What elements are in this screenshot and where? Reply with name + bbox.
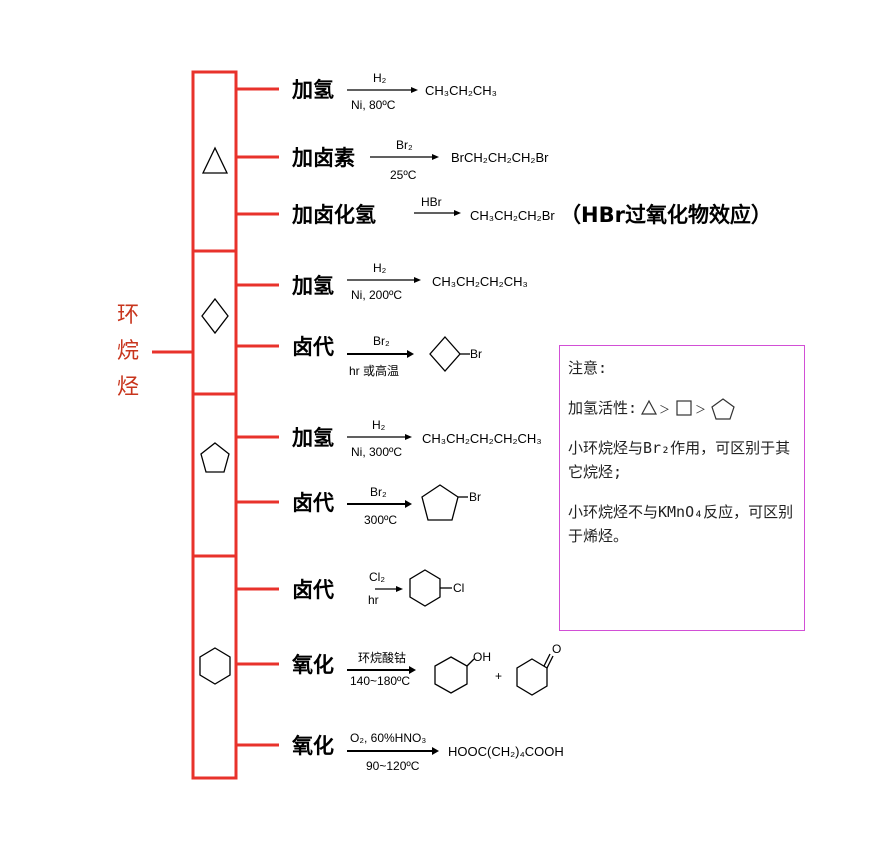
reaction-label: 加氢 xyxy=(291,274,334,298)
condition-below: 140~180ºC xyxy=(350,674,410,688)
reagent-above: 环烷酸钴 xyxy=(358,650,406,665)
condition-below: Ni, 200ºC xyxy=(351,288,402,302)
reaction-label: 加氢 xyxy=(291,78,334,102)
title-char-1: 环 xyxy=(117,303,139,328)
condition-below: 90~120ºC xyxy=(366,759,420,773)
reaction-label: 氧化 xyxy=(292,734,334,758)
reagent-above: H₂ xyxy=(372,418,386,432)
reaction-label: 卤代 xyxy=(292,578,334,602)
condition-below: Ni, 300ºC xyxy=(351,445,402,459)
product-formula: CH₃CH₂CH₃ xyxy=(425,83,497,98)
note-line-2: 小环烷烃不与KMnO₄反应，可区别于烯烃。 xyxy=(568,503,794,545)
condition-below: 25ºC xyxy=(390,168,417,182)
reaction-label: 加卤化氢 xyxy=(291,203,376,227)
plus-sign: + xyxy=(495,669,502,683)
greater-than-sign: ＞ xyxy=(695,403,706,416)
ring-bracket xyxy=(191,70,238,780)
condition-below: Ni, 80ºC xyxy=(351,98,396,112)
reaction-label: 卤代 xyxy=(292,335,334,359)
cyclopentane-icon xyxy=(711,398,735,420)
substituent-label: Br xyxy=(470,347,482,361)
cyclopropane-icon xyxy=(201,146,229,174)
cyclobutane-icon xyxy=(201,297,229,335)
substituent-label: Br xyxy=(469,490,481,504)
condition-below: hr 或高温 xyxy=(349,363,399,378)
chlorocyclohexane-structure xyxy=(409,569,452,607)
note-heading: 注意: xyxy=(568,359,608,377)
reagent-above: Br₂ xyxy=(396,138,413,152)
reaction-label: 加氢 xyxy=(291,426,334,450)
bromocyclopentane-structure xyxy=(421,484,468,521)
reaction-label: 卤代 xyxy=(292,491,334,515)
branch-lines xyxy=(236,87,279,747)
reagent-above: O₂, 60%HNO₃ xyxy=(350,731,426,745)
cyclopropane-icon xyxy=(641,399,658,415)
note-box: 注意: 加氢活性: ＞ ＞ 小环烷烃与Br₂作用，可区别于其它烷烃; 小环烷烃不… xyxy=(559,345,805,631)
reagent-above: Br₂ xyxy=(373,334,390,348)
activity-order-diagram: ＞ ＞ xyxy=(641,398,735,420)
bromocyclobutane-structure xyxy=(429,336,470,372)
title-char-2: 烷 xyxy=(117,339,139,364)
cyclopentane-icon xyxy=(200,442,230,473)
condition-below: hr xyxy=(368,593,379,607)
reagent-above: Br₂ xyxy=(370,485,387,499)
reaction-label: 加卤素 xyxy=(291,146,355,170)
reagent-above: H₂ xyxy=(373,71,387,85)
cyclobutane-icon xyxy=(676,400,692,416)
cyclohexanol-structure xyxy=(434,656,475,694)
product-formula: BrCH₂CH₂CH₂Br xyxy=(451,150,549,165)
condition-below: 300ºC xyxy=(364,513,397,527)
reagent-above: H₂ xyxy=(373,261,387,275)
cyclohexane-icon xyxy=(199,647,231,685)
reaction-arrows xyxy=(347,87,461,755)
reagent-above: Cl₂ xyxy=(369,570,385,584)
product-formula: CH₃CH₂CH₂CH₂CH₃ xyxy=(422,431,542,446)
substituent-label: O xyxy=(552,642,561,656)
greater-than-sign: ＞ xyxy=(659,403,670,416)
activity-label: 加氢活性: xyxy=(568,399,638,417)
product-formula: HOOC(CH₂)₄COOH xyxy=(448,744,564,759)
activity-line: 加氢活性: ＞ ＞ xyxy=(568,396,796,420)
reaction-note: （HBr过氧化物效应） xyxy=(560,203,772,227)
cyclohexanone-structure xyxy=(516,653,554,696)
reagent-above: HBr xyxy=(421,195,442,209)
reaction-label: 氧化 xyxy=(292,653,334,677)
title-char-3: 烃 xyxy=(117,375,139,400)
product-formula: CH₃CH₂CH₂CH₃ xyxy=(432,274,528,289)
substituent-label: Cl xyxy=(453,581,464,595)
product-formula: CH₃CH₂CH₂Br xyxy=(470,208,555,223)
substituent-label: OH xyxy=(473,650,491,664)
note-line-1: 小环烷烃与Br₂作用，可区别于其它烷烃; xyxy=(568,439,791,481)
